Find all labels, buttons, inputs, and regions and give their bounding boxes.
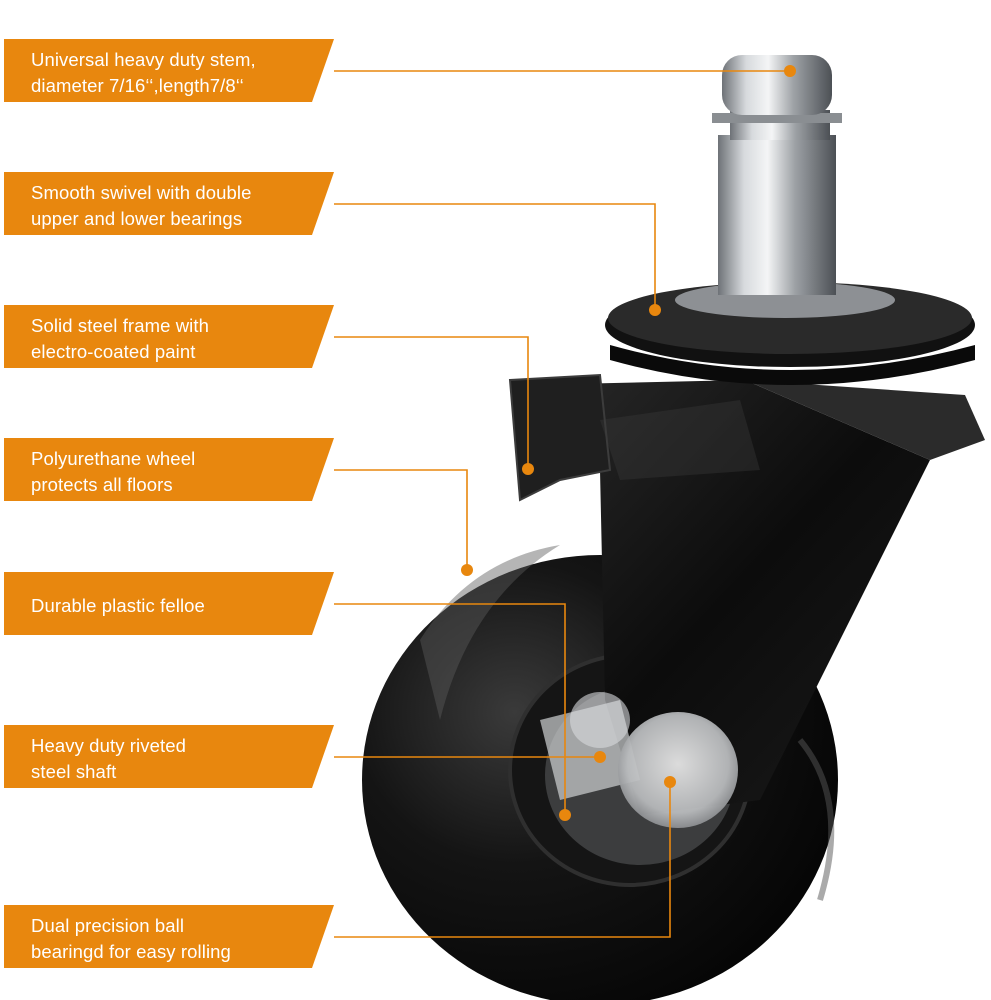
callout-swivel: Smooth swivel with double upper and lowe… (4, 172, 334, 235)
callout-shaft-line-1: Heavy duty riveted (31, 734, 187, 756)
callout-bearings-line-1: Dual precision ball (31, 914, 185, 936)
callout-felloe-line-1: Durable plastic felloe (31, 594, 205, 616)
callout-wheel: Polyurethane wheel protects all floors (4, 438, 334, 501)
callout-swivel-line-2: upper and lower bearings (31, 207, 243, 229)
callout-stem-line-1: Universal heavy duty stem, (31, 48, 256, 70)
callout-stem: Universal heavy duty stem, diameter 7/16… (4, 39, 334, 102)
callout-frame: Solid steel frame with electro-coated pa… (4, 305, 334, 368)
callout-shaft-line-2: steel shaft (31, 760, 117, 782)
callout-dot-shaft (594, 751, 606, 763)
callout-bearings: Dual precision ball bearingd for easy ro… (4, 905, 334, 968)
callout-dot-swivel (649, 304, 661, 316)
callout-frame-line-2: electro-coated paint (31, 340, 196, 362)
callout-swivel-line-1: Smooth swivel with double (31, 181, 252, 203)
callout-bearings-line-2: bearingd for easy rolling (31, 940, 231, 962)
callout-frame-line-1: Solid steel frame with (31, 314, 210, 336)
callout-stem-line-2: diameter 7/16‘‘,length7/8‘‘ (31, 74, 244, 96)
callout-dot-stem (784, 65, 796, 77)
callout-wheel-line-2: protects all floors (31, 473, 173, 495)
callout-dot-felloe (559, 809, 571, 821)
callout-wheel-line-1: Polyurethane wheel (31, 447, 196, 469)
callout-felloe: Durable plastic felloe (4, 572, 334, 635)
callout-shaft: Heavy duty riveted steel shaft (4, 725, 334, 788)
callout-dot-bearings (664, 776, 676, 788)
callout-dot-wheel (461, 564, 473, 576)
callout-dot-frame (522, 463, 534, 475)
